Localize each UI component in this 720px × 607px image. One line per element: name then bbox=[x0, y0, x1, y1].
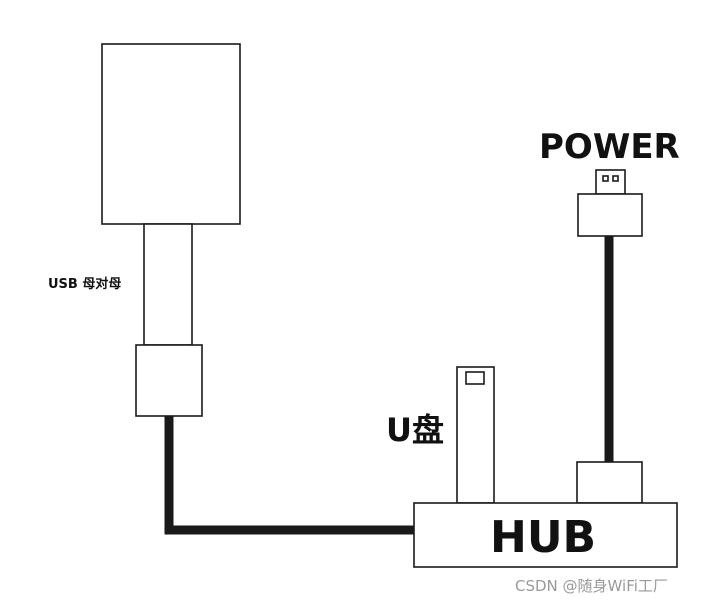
usb-female-female-adapter bbox=[143, 223, 193, 346]
usb-hub bbox=[413, 502, 678, 568]
watermark-text: CSDN @随身WiFi工厂 bbox=[515, 577, 668, 595]
power-plug-body bbox=[577, 193, 643, 237]
usb-flash-drive-port bbox=[465, 371, 485, 385]
power-plug-pin-right bbox=[612, 175, 619, 182]
cable-to-hub bbox=[164, 416, 414, 535]
hub-power-port bbox=[576, 461, 643, 504]
host-device bbox=[101, 43, 241, 225]
adapter-label: USB 母对母 bbox=[48, 276, 121, 292]
power-plug-tip bbox=[595, 169, 626, 195]
power-plug-pin-left bbox=[602, 175, 609, 182]
usb-drive-label: U盘 bbox=[386, 411, 444, 449]
adapter-connector bbox=[135, 344, 203, 417]
hub-label: HUB bbox=[490, 512, 596, 563]
power-label: POWER bbox=[539, 127, 680, 167]
usb-flash-drive bbox=[456, 366, 495, 504]
